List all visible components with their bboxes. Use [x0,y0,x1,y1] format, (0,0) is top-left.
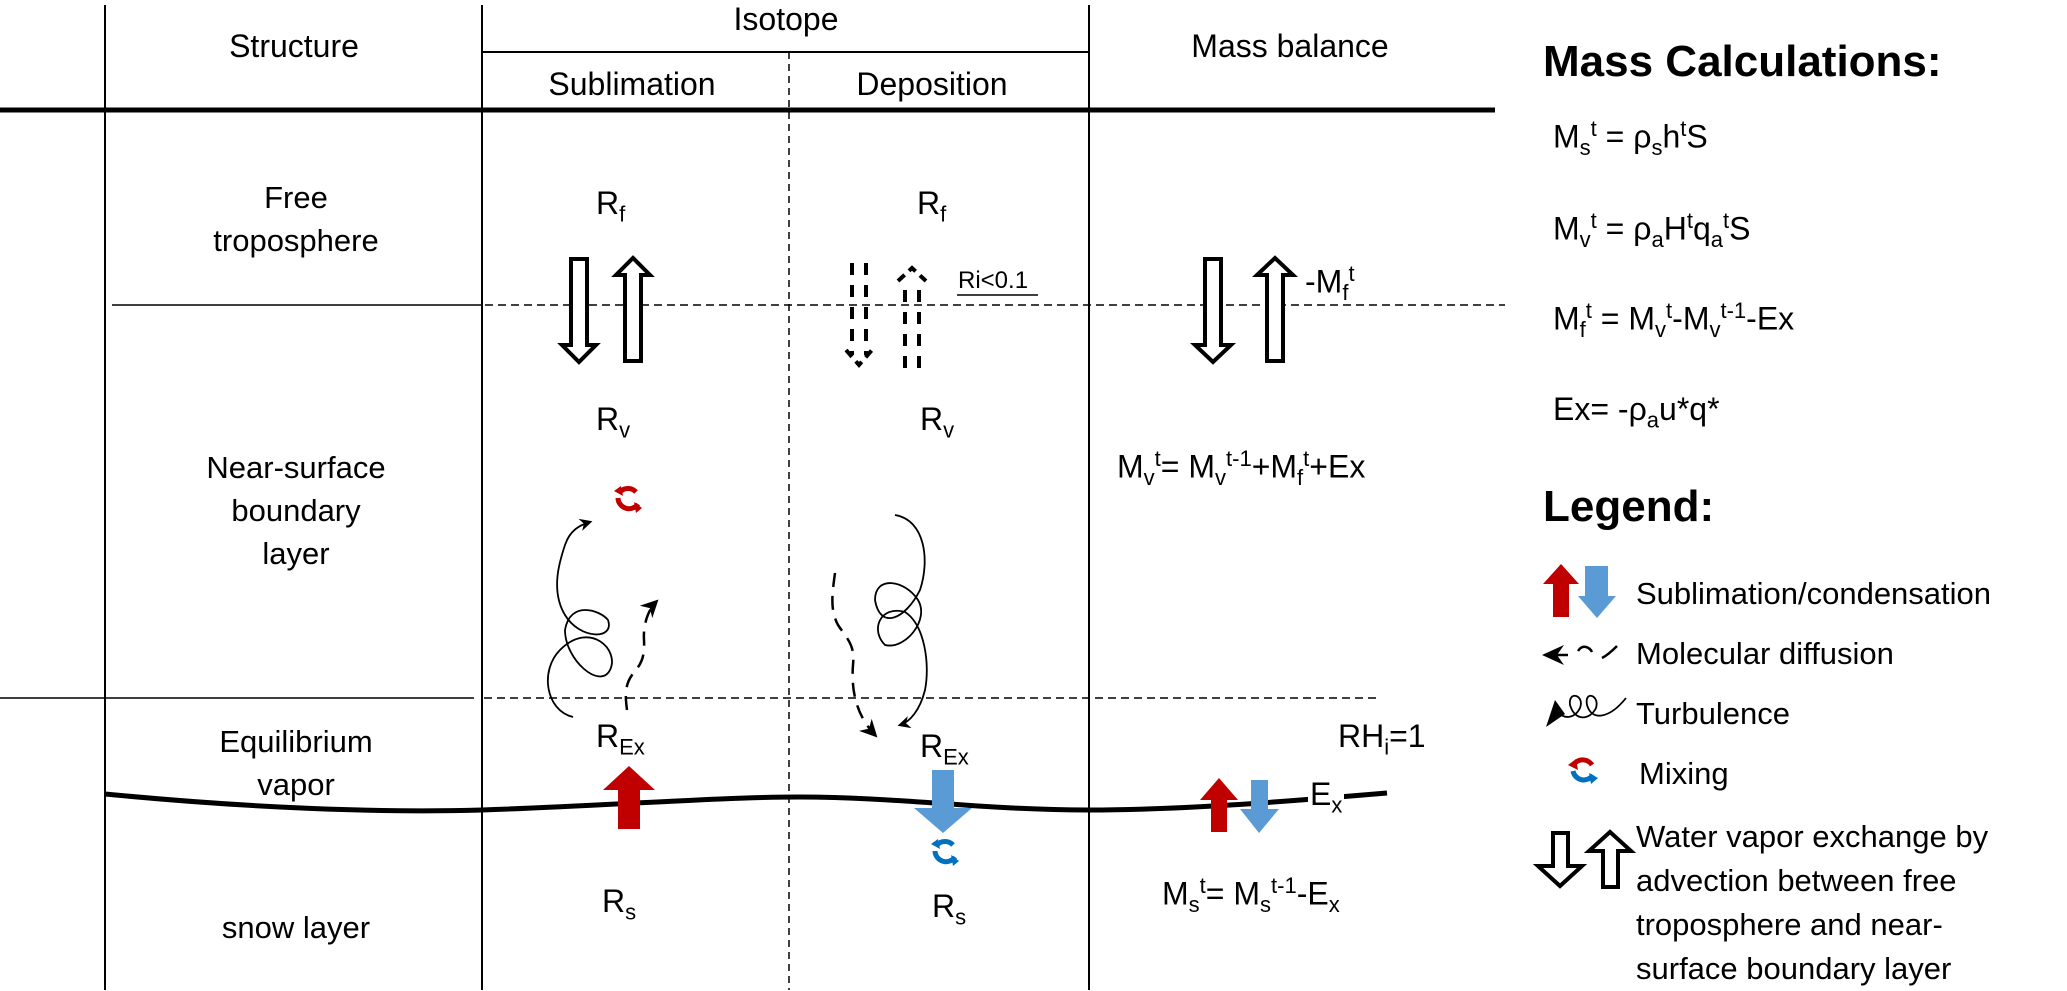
header-mass-balance: Mass balance [1191,28,1389,64]
mass-balance-exchange [1200,778,1279,833]
layer-line: layer [262,536,330,571]
legend-label-diffusion: Molecular diffusion [1636,636,1894,671]
ms-balance-equation: Mst= Mst-1-Ex [1162,873,1340,918]
sublimation-processes [546,486,659,829]
deposition-processes [831,514,972,866]
label-rs-sublimation: Rs [602,883,637,925]
layer-line: Near-surface [206,450,386,485]
turbulence-spiral-up-icon [546,518,613,718]
layer-free-troposphere: Free troposphere [213,176,378,262]
legend-sublimation-arrow-icon [1543,564,1579,617]
label-rex-sublimation: REx [596,718,645,760]
header-sublimation: Sublimation [548,66,716,102]
hollow-arrow-down-icon [1189,257,1237,365]
label-rv-sublimation: Rv [596,401,631,443]
dashed-advection-arrows-deposition [844,263,1038,369]
advection-arrows-sublimation [557,255,655,365]
mixing-icon-red [614,486,642,513]
mixing-icon-blue [931,839,959,866]
legend-line: advection between free [1636,863,1957,898]
legend-condensation-arrow-icon [1578,566,1616,618]
mass-calc-eq-ex: Ex= -ρau*q* [1553,391,1720,433]
layer-line: Free [264,180,328,215]
hollow-arrow-up-icon [611,255,655,363]
turbulence-spiral-down-icon [874,514,928,729]
snow-surface-line [104,790,1388,814]
legend-title: Legend: [1543,482,1715,531]
label-rf-sublimation: Rf [596,185,626,227]
condensation-arrow-blue-icon [1240,780,1279,833]
sublimation-arrow-red-icon [1200,778,1238,832]
legend-line: troposphere and near- [1636,907,1943,942]
header-structure: Structure [229,28,359,64]
label-rs-deposition: Rs [932,888,967,930]
legend-label-mixing: Mixing [1639,756,1729,791]
mass-calc-eq-ms: Mst = ρshtS [1553,116,1708,161]
layer-line: Equilibrium [219,724,373,759]
rhi-label: RHi=1 [1338,718,1426,760]
legend-label-turbulence: Turbulence [1636,696,1790,731]
legend-icons [1532,564,1637,889]
sublimation-arrow-red-icon [603,766,655,829]
legend-label-advection: Water vapor exchange by advection betwee… [1636,815,1988,991]
legend-label-sublimation: Sublimation/condensation [1636,576,1992,611]
mv-balance-equation: Mvt= Mvt-1+Mft+Ex [1117,446,1366,491]
layer-line: troposphere [213,223,379,258]
header-deposition: Deposition [856,66,1008,102]
label-rf-deposition: Rf [917,185,947,227]
legend-molecular-diffusion-icon [1542,645,1618,665]
legend-hollow-arrow-up-icon [1583,829,1637,889]
label-rex-deposition: REx [920,728,969,770]
hollow-arrow-down-icon [557,257,601,365]
table-grid [0,5,1505,990]
legend-hollow-arrow-down-icon [1532,831,1588,889]
legend-mixing-icon [1568,757,1598,784]
ri-condition-label: Ri<0.1 [958,267,1029,294]
layer-line: boundary [231,493,361,528]
dashed-arrow-up-head [896,265,928,283]
mass-calculations-title: Mass Calculations: [1543,37,1942,86]
mass-calc-eq-mf: Mft = Mvt-Mvt-1-Ex [1553,298,1795,343]
layer-equilibrium-vapor: Equilibrium vapor [219,720,372,806]
condensation-arrow-blue-icon [914,770,972,833]
legend-turbulence-icon [1546,695,1627,727]
layer-line: vapor [257,767,335,802]
legend-line: surface boundary layer [1636,951,1952,986]
label-minus-mf: -Mft [1305,261,1355,306]
ex-label: Ex [1308,776,1345,818]
layer-boundary: Near-surface boundary layer [206,446,385,575]
diffusion-dashed-up-icon [624,599,659,711]
dashed-arrow-down-head [844,348,874,369]
label-rv-deposition: Rv [920,401,955,443]
hollow-arrow-up-icon [1251,255,1299,363]
legend-line: Water vapor exchange by [1636,819,1989,854]
advection-arrows-massbalance [1189,255,1299,365]
mass-calc-eq-mv: Mvt = ρaHtqatS [1553,208,1751,253]
header-isotope: Isotope [733,1,839,37]
diffusion-dashed-down-icon [831,572,878,738]
layer-snow: snow layer [221,910,371,945]
